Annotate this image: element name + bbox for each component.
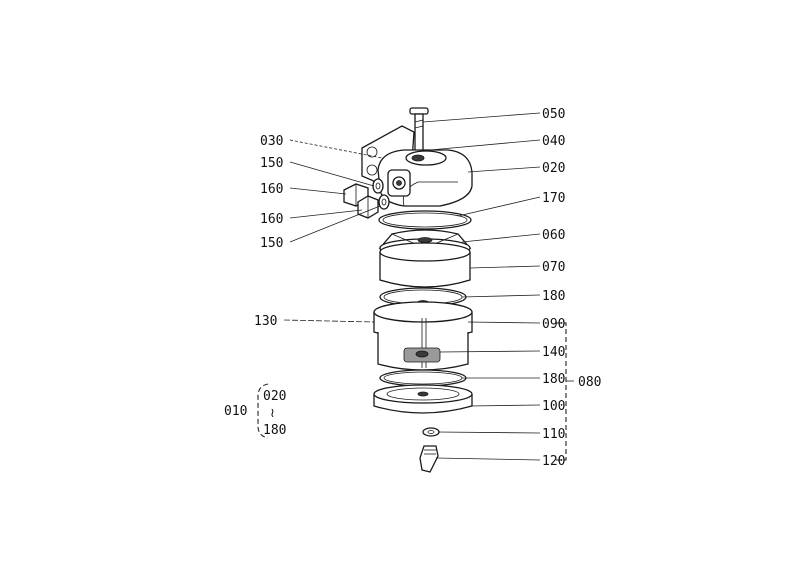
washer-150-upper-part	[372, 178, 384, 194]
callout-150-upper: 150	[260, 156, 283, 171]
leader-lines	[283, 112, 541, 461]
leader-050	[422, 112, 541, 123]
leader-130	[283, 319, 375, 323]
leader-140	[439, 350, 541, 353]
assembly-range-end: 180	[263, 423, 286, 438]
callout-040: 040	[542, 134, 565, 149]
leader-160a	[289, 187, 347, 195]
callout-090: 090	[542, 317, 565, 332]
callout-030: 030	[260, 134, 283, 149]
leader-060	[461, 233, 541, 243]
assembly-range-separator: ≀	[270, 406, 275, 421]
o-ring-180-lower-part	[379, 369, 467, 387]
leader-020	[467, 166, 541, 173]
callout-110: 110	[542, 427, 565, 442]
drain-plug-120-part	[419, 445, 439, 473]
washer-150-lower-part	[378, 194, 390, 210]
callout-130: 130	[254, 314, 277, 329]
callout-050: 050	[542, 107, 565, 122]
callout-150-lower: 150	[260, 236, 283, 251]
callout-080: 080	[578, 375, 601, 390]
leader-070	[469, 265, 541, 269]
bowl-base-100-part	[373, 384, 473, 414]
callout-120: 120	[542, 454, 565, 469]
float-140-part	[403, 347, 441, 363]
leader-120	[435, 457, 541, 461]
leader-110	[437, 431, 541, 434]
leader-170	[457, 196, 541, 217]
callout-180-lower: 180	[542, 372, 565, 387]
callout-100: 100	[542, 399, 565, 414]
leader-150a	[289, 161, 375, 187]
leader-040	[429, 139, 541, 151]
assembly-range-start: 020	[263, 389, 286, 404]
leader-100	[469, 404, 541, 407]
leader-030	[289, 139, 383, 159]
callout-160-upper: 160	[260, 182, 283, 197]
callout-160-lower: 160	[260, 212, 283, 227]
filter-head-020-part	[377, 149, 473, 207]
bracket-080	[556, 322, 567, 461]
callout-labels: 050 040 030 020 150 160 160 150 170 060 …	[224, 107, 601, 469]
filter-element-070-part	[379, 242, 471, 288]
callout-140: 140	[542, 345, 565, 360]
callout-060: 060	[542, 228, 565, 243]
assembly-number: 010	[224, 404, 247, 419]
callout-180-upper: 180	[542, 289, 565, 304]
o-ring-170-part	[378, 210, 472, 230]
callout-070: 070	[542, 260, 565, 275]
callout-170: 170	[542, 191, 565, 206]
leader-180a	[461, 294, 541, 298]
washer-110-part	[422, 427, 440, 437]
leader-150b	[289, 205, 381, 243]
leader-090	[467, 321, 541, 324]
bracket-010	[257, 383, 269, 439]
leader-160b	[289, 209, 363, 219]
callout-020: 020	[542, 161, 565, 176]
